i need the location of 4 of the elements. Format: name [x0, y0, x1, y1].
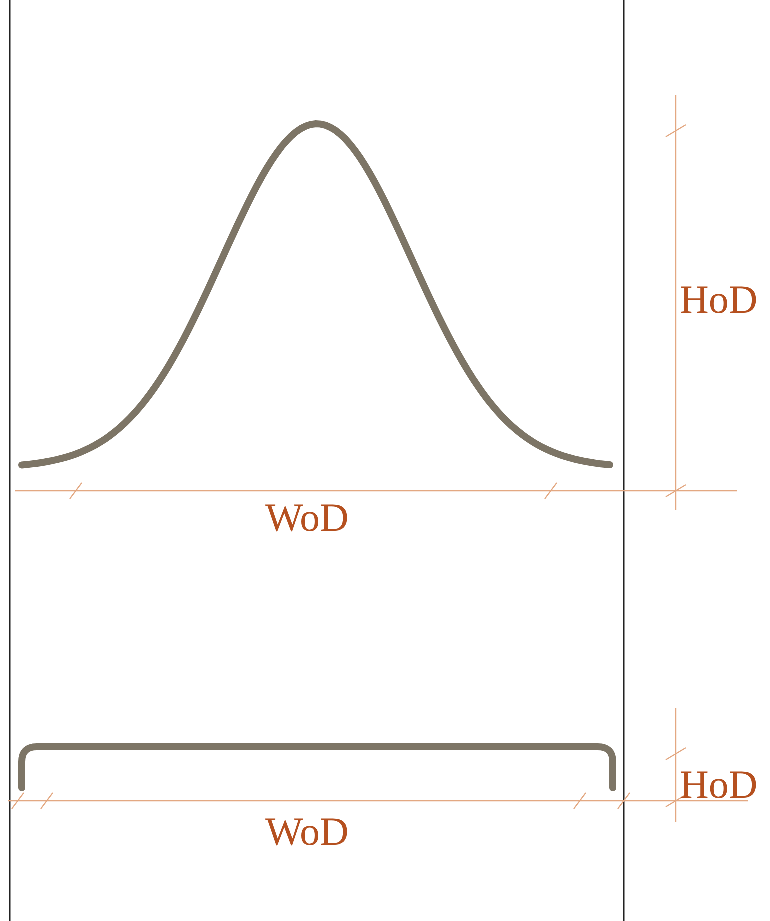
dimension-label: HoD — [680, 280, 758, 320]
dimension-label: HoD — [680, 765, 758, 805]
dimension-label: WoD — [266, 498, 349, 538]
dimension-label: WoD — [266, 812, 349, 852]
